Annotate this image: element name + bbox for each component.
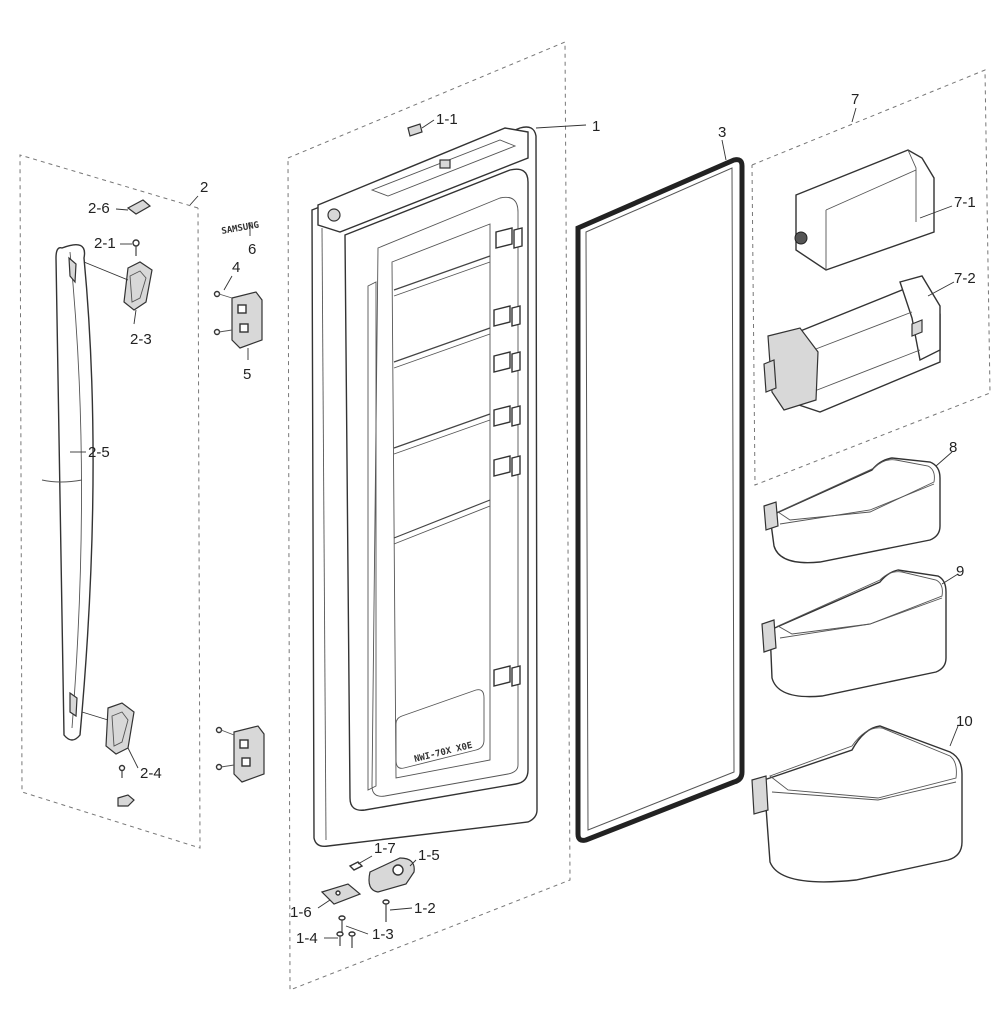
screws-part-1-4 xyxy=(336,931,356,948)
shelf-tabs xyxy=(493,227,523,687)
label-2-6: 2-6 xyxy=(88,200,110,217)
handle-cap-part-2-6 xyxy=(126,199,152,215)
label-1-2: 1-2 xyxy=(414,900,436,917)
label-7-2: 7-2 xyxy=(954,270,976,287)
cover-part-7-1 xyxy=(794,149,935,271)
label-1-4: 1-4 xyxy=(296,930,318,947)
hinge-bracket-lower xyxy=(215,725,265,783)
label-1-7: 1-7 xyxy=(374,840,396,857)
screws-part-4 xyxy=(213,290,233,336)
bin-part-9 xyxy=(761,569,947,698)
label-1-1: 1-1 xyxy=(436,111,458,128)
lower-hinge-parts xyxy=(320,857,415,948)
label-7: 7 xyxy=(851,91,859,108)
label-6: 6 xyxy=(248,241,256,258)
screw-part-1-3 xyxy=(338,915,346,934)
logo-marking: SAMSUNG xyxy=(221,221,260,237)
label-9: 9 xyxy=(956,563,964,580)
door-shelf-rails xyxy=(393,255,491,545)
label-2-3: 2-3 xyxy=(130,331,152,348)
label-2-4: 2-4 xyxy=(140,765,162,782)
screw-part-1-2 xyxy=(382,899,390,922)
logo-badge-part-6: SAMSUNG xyxy=(221,221,260,237)
lower-bracket-part-2-4 xyxy=(105,702,135,755)
label-2-5: 2-5 xyxy=(88,444,110,461)
clip-part xyxy=(117,794,135,807)
callout-labels: 1 1-1 1-2 1-3 1-4 1-5 1-6 1-7 2 2-1 2-3 … xyxy=(88,91,976,947)
label-1: 1 xyxy=(592,118,600,135)
shelf-part-7-2 xyxy=(763,275,941,413)
screw-lower xyxy=(118,764,126,778)
label-1-3: 1-3 xyxy=(372,926,394,943)
label-5: 5 xyxy=(243,366,251,383)
label-2-1: 2-1 xyxy=(94,235,116,252)
cap-part-1-1 xyxy=(407,123,423,137)
bin-part-8 xyxy=(763,457,941,564)
label-10: 10 xyxy=(956,713,973,730)
washer-part-1-7 xyxy=(348,861,364,871)
screw-part-2-1 xyxy=(132,239,140,256)
hinge-part-1-5 xyxy=(368,857,415,893)
label-1-6: 1-6 xyxy=(290,904,312,921)
upper-bracket-part-2-3 xyxy=(123,261,153,311)
guard-group-7 xyxy=(751,69,991,486)
label-2: 2 xyxy=(200,179,208,196)
gasket-part-3 xyxy=(575,157,745,843)
label-8: 8 xyxy=(949,439,957,456)
hinge-bracket-part-5 xyxy=(231,291,263,349)
handle-group-2 xyxy=(19,154,201,849)
door-group-1: NWI-70X X0E xyxy=(287,41,571,991)
leader-lines xyxy=(70,107,959,939)
bin-part-10 xyxy=(751,725,963,883)
label-1-5: 1-5 xyxy=(418,847,440,864)
handle-part-2-5 xyxy=(55,244,94,741)
label-3: 3 xyxy=(718,124,726,141)
label-4: 4 xyxy=(232,259,240,276)
label-7-1: 7-1 xyxy=(954,194,976,211)
